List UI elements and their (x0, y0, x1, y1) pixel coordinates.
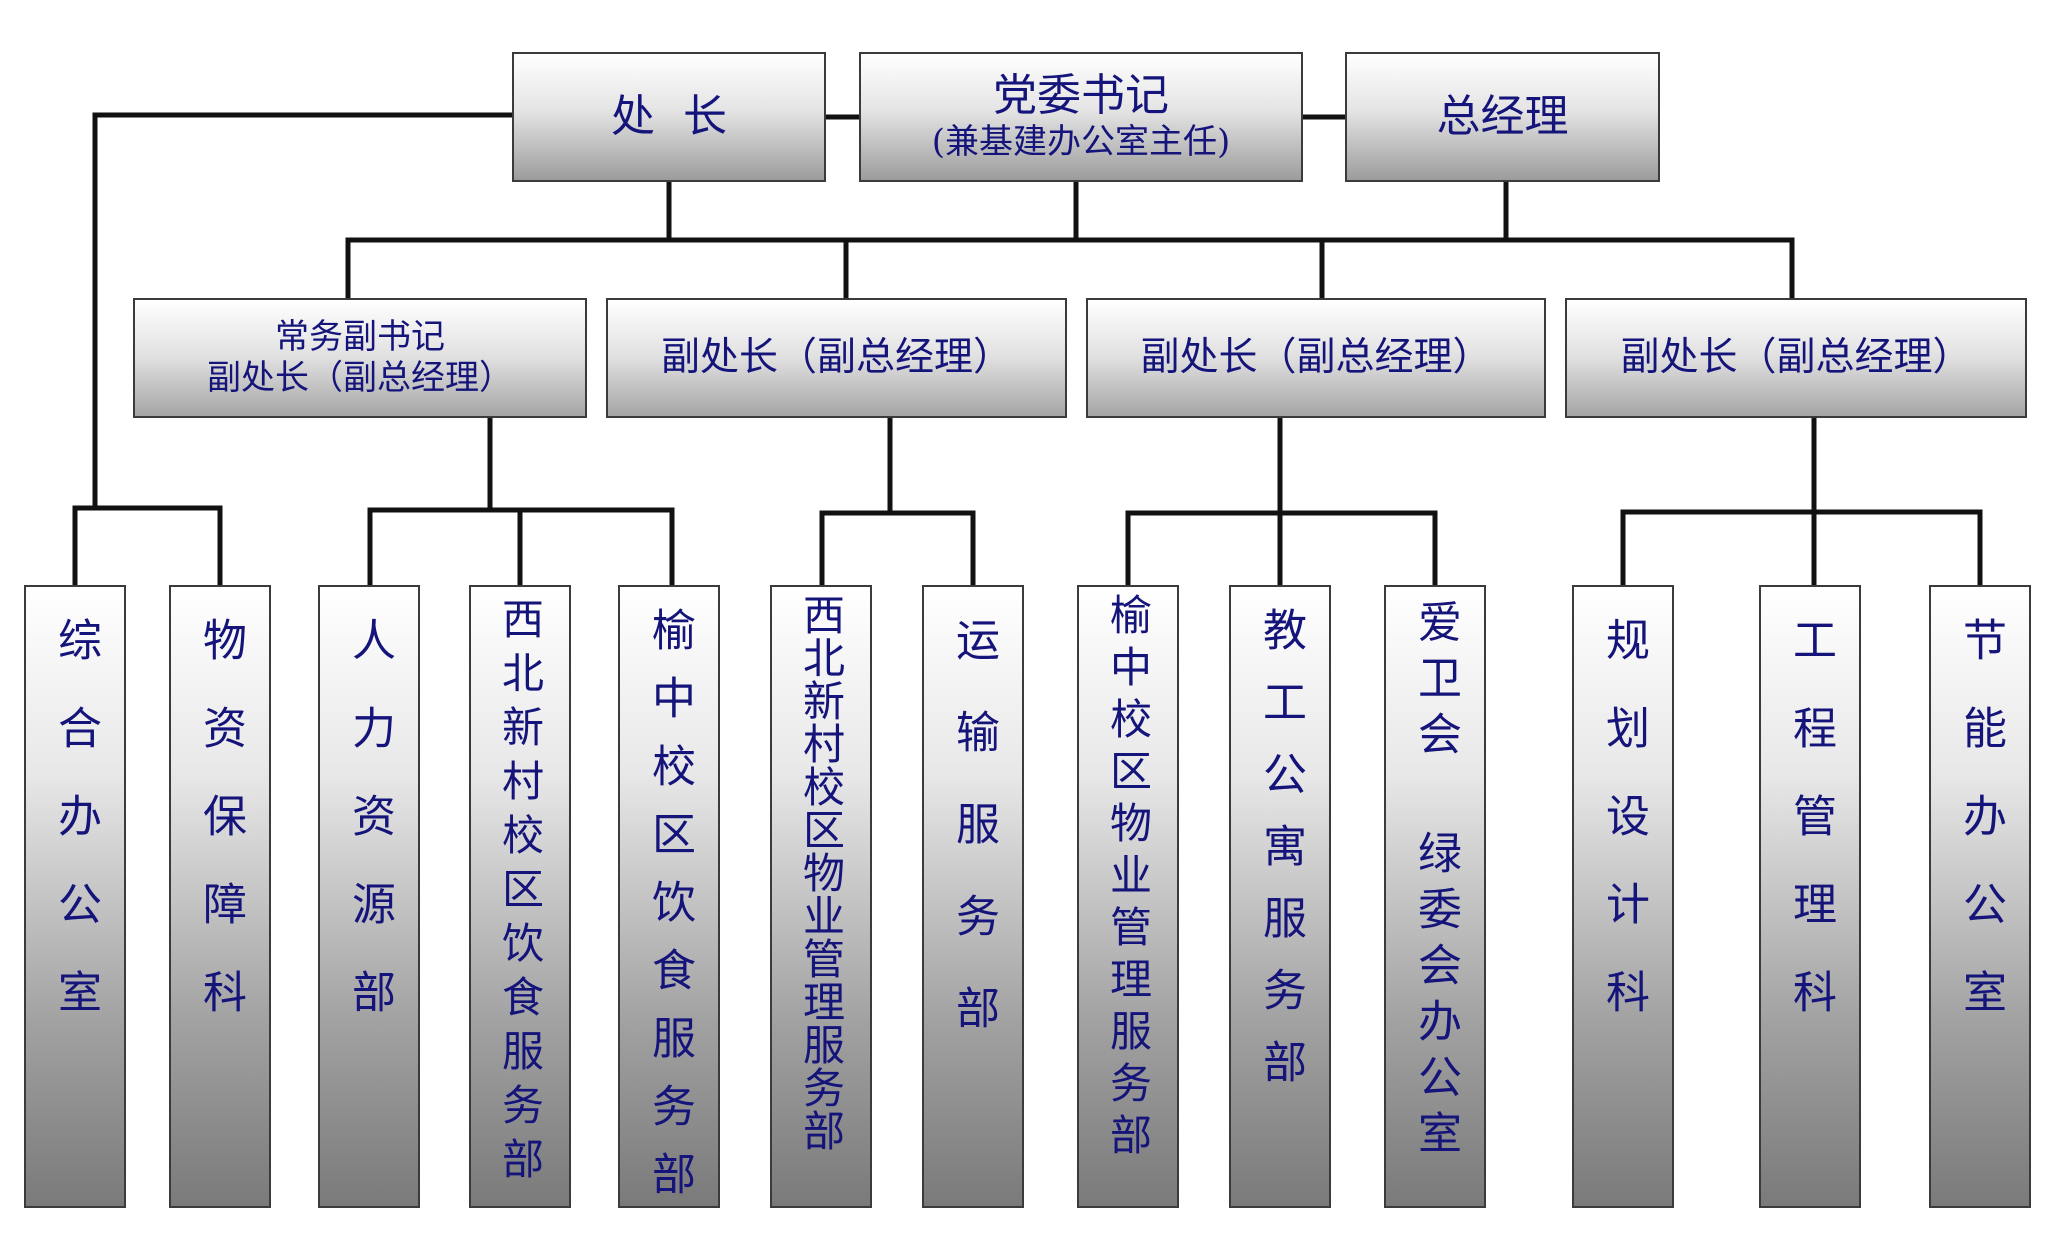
dept-13-label: 节能办公室 (1955, 617, 2006, 1057)
dept-9-label: 教工公寓服务部 (1255, 607, 1306, 1111)
general-manager-box: 总经理 (1345, 52, 1660, 182)
dept-box-11: 规划设计科 (1572, 585, 1674, 1208)
deputy-box-4: 副处长（副总经理） (1565, 298, 2027, 418)
deputy-4-label: 副处长（副总经理） (1620, 334, 1972, 380)
dept-7-label: 运输服务部 (948, 617, 999, 1077)
dept-12-label: 工程管理科 (1785, 617, 1836, 1057)
dept-box-10: 爱卫会 绿委会办公室 (1384, 585, 1486, 1208)
party-secretary-note: (兼基建办公室主任) (931, 121, 1231, 162)
dept-5-label: 榆中校区饮食服务部 (644, 607, 695, 1219)
dept-box-5: 榆中校区饮食服务部 (618, 585, 720, 1219)
dept-box-2: 物资保障科 (169, 585, 271, 1208)
deputy-box-2: 副处长（副总经理） (606, 298, 1067, 418)
dept-box-1: 综合办公室 (24, 585, 126, 1208)
deputy-box-1: 常务副书记 副处长（副总经理） (133, 298, 587, 418)
deputy-2-label: 副处长（副总经理） (660, 334, 1012, 380)
dept-6-label: 西北新村校区物业管理服务部 (796, 593, 846, 1152)
dept-1-label: 综合办公室 (50, 617, 101, 1057)
dept-box-3: 人力资源部 (318, 585, 420, 1208)
dept-box-6: 西北新村校区物业管理服务部 (770, 585, 872, 1208)
general-manager-label: 总经理 (1436, 90, 1569, 142)
deputy-1-line1: 常务副书记 (275, 317, 445, 358)
party-secretary-label: 党委书记 (993, 70, 1169, 122)
chuzhang-label: 处 长 (611, 90, 727, 142)
deputy-1-line2: 副处长（副总经理） (207, 358, 513, 398)
dept-3-label: 人力资源部 (344, 617, 395, 1057)
dept-8-label: 榆中校区物业管理服务部 (1103, 593, 1153, 1165)
deputy-3-label: 副处长（副总经理） (1140, 334, 1492, 380)
dept-box-12: 工程管理科 (1759, 585, 1861, 1208)
party-secretary-box: 党委书记 (兼基建办公室主任) (859, 52, 1303, 182)
chuzhang-box: 处 长 (512, 52, 826, 182)
dept-box-4: 西北新村校区饮食服务部 (469, 585, 571, 1208)
dept-box-13: 节能办公室 (1929, 585, 2031, 1208)
dept-box-8: 榆中校区物业管理服务部 (1077, 585, 1179, 1208)
dept-box-7: 运输服务部 (922, 585, 1024, 1208)
dept-10-label: 爱卫会 绿委会办公室 (1410, 599, 1461, 1166)
dept-4-label: 西北新村校区饮食服务部 (495, 597, 545, 1191)
dept-2-label: 物资保障科 (195, 617, 246, 1057)
deputy-box-3: 副处长（副总经理） (1086, 298, 1546, 418)
dept-box-9: 教工公寓服务部 (1229, 585, 1331, 1208)
dept-11-label: 规划设计科 (1598, 617, 1649, 1057)
